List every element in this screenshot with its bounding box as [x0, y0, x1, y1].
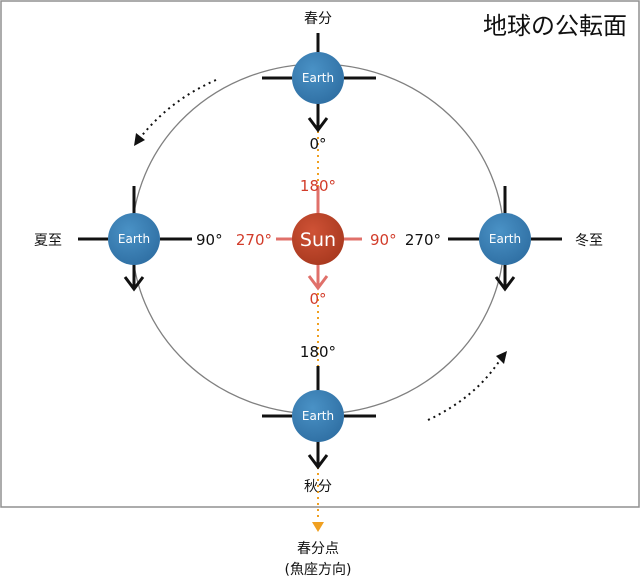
season-winter-solstice: 冬至	[575, 233, 603, 249]
earth-right-arrowhead	[494, 276, 516, 292]
earth-right-circle	[479, 213, 531, 265]
earth-top-label: Earth	[302, 71, 334, 85]
orbit-direction-arrowhead-bottom	[496, 351, 507, 364]
sun-degree-top: 180°	[300, 177, 336, 195]
sun-axis-down-arrowhead	[307, 275, 329, 291]
earth-left-label: Earth	[118, 232, 150, 246]
orbit-direction-arrow-top	[139, 79, 217, 139]
earth-bottom: Earth	[262, 366, 376, 470]
earth-bottom-arrowhead	[307, 454, 329, 470]
sun: Sun	[276, 186, 362, 291]
sun-degree-bottom: 0°	[309, 290, 326, 308]
earth-degree-top: 0°	[309, 135, 326, 153]
season-spring-equinox: 春分	[304, 11, 332, 27]
earth-left-arrowhead	[123, 276, 145, 292]
sun-degree-right: 90°	[370, 231, 397, 249]
orbit-direction-arrowhead-top	[134, 133, 145, 146]
earth-top-arrowhead	[307, 117, 329, 133]
sun-degree-left: 270°	[236, 231, 272, 249]
diagram-title: 地球の公転面	[483, 12, 627, 40]
earth-degree-right: 270°	[405, 231, 441, 249]
earth-bottom-circle	[292, 390, 344, 442]
earth-degree-left: 90°	[196, 231, 223, 249]
earth-right-label: Earth	[489, 232, 521, 246]
sun-circle	[292, 213, 344, 265]
season-autumn-equinox: 秋分	[304, 479, 332, 495]
vernal-direction-arrowhead	[312, 522, 324, 532]
earth-degree-bottom: 180°	[300, 343, 336, 361]
earth-top: Earth	[262, 33, 376, 133]
orbit-direction-arrow-bottom	[427, 359, 501, 421]
earth-top-circle	[292, 52, 344, 104]
earth-right: Earth	[448, 186, 562, 292]
earth-left-circle	[108, 213, 160, 265]
earth-left: Earth	[78, 186, 192, 292]
vernal-point-label: 春分点	[297, 541, 339, 557]
sun-label: Sun	[300, 229, 336, 251]
earth-bottom-label: Earth	[302, 409, 334, 423]
season-summer-solstice: 夏至	[34, 233, 62, 249]
vernal-point-direction: (魚座方向)	[285, 562, 352, 578]
